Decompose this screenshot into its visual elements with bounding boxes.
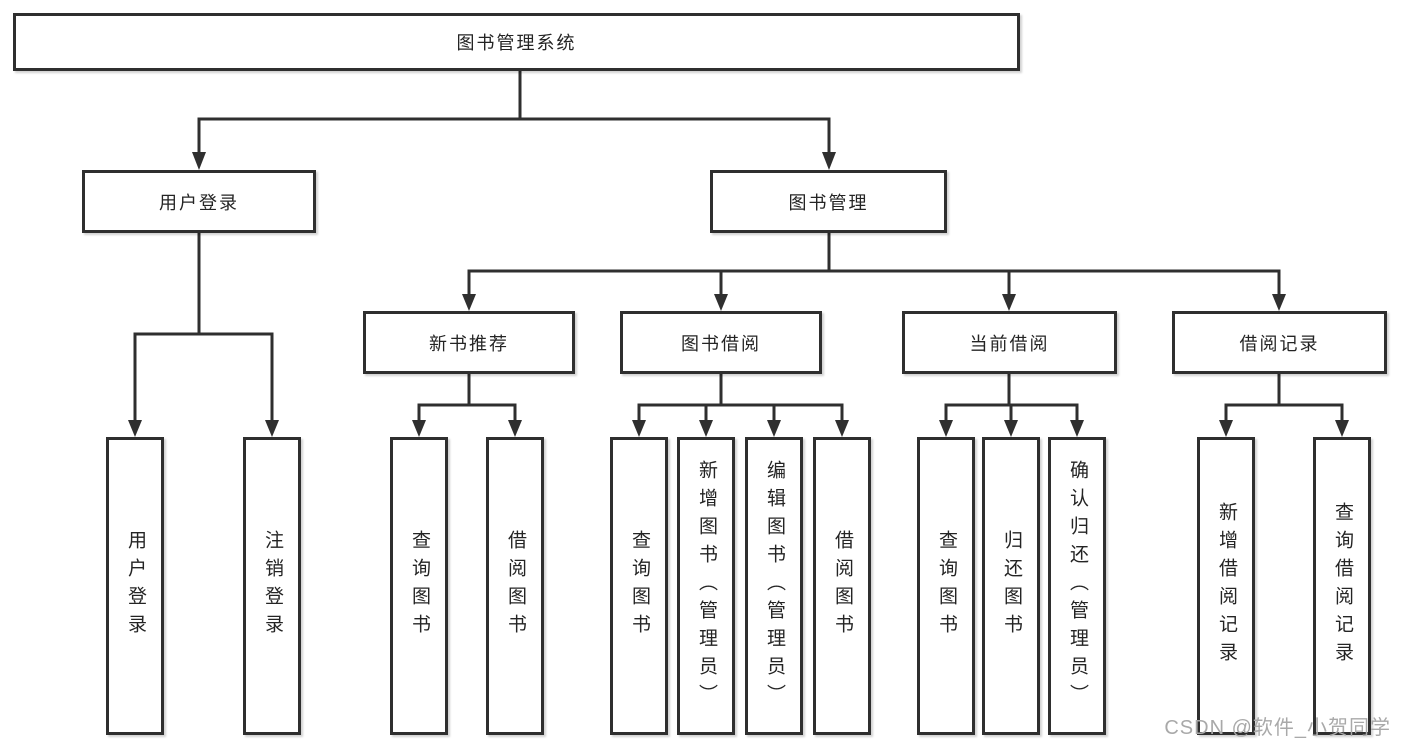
leaf-label: 查询图书 (935, 530, 957, 642)
node-label: 新书推荐 (429, 333, 509, 354)
node-label: 图书借阅 (681, 333, 761, 354)
node-label: 图书管理 (788, 192, 869, 213)
leaf-logout: 注销登录 (243, 437, 301, 735)
node-library-management-system: 图书管理系统 (13, 13, 1020, 71)
leaf-records-query-borrow-record: 查询借阅记录 (1313, 437, 1371, 735)
leaf-current-confirm-return-admin: 确认归还（管理员） (1048, 437, 1106, 735)
leaf-label: 借阅图书 (831, 530, 853, 642)
node-label: 当前借阅 (969, 333, 1050, 354)
leaf-label: 编辑图书（管理员） (763, 460, 785, 712)
leaf-borrow-add-books-admin: 新增图书（管理员） (677, 437, 735, 735)
leaf-borrow-edit-books-admin: 编辑图书（管理员） (745, 437, 803, 735)
leaf-recommend-borrow-books: 借阅图书 (486, 437, 544, 735)
leaf-user-login: 用户登录 (106, 437, 164, 735)
node-book-management: 图书管理 (710, 170, 947, 233)
leaf-current-return-books: 归还图书 (982, 437, 1040, 735)
node-user-login: 用户登录 (82, 170, 316, 233)
node-label: 图书管理系统 (456, 33, 577, 53)
csdn-watermark: CSDN @软件_小贺同学 (1164, 717, 1391, 739)
leaf-records-add-borrow-record: 新增借阅记录 (1197, 437, 1255, 735)
leaf-label: 新增图书（管理员） (695, 460, 717, 712)
node-book-borrowing: 图书借阅 (620, 311, 822, 374)
leaf-borrow-borrow-books: 借阅图书 (813, 437, 871, 735)
node-borrowing-records: 借阅记录 (1172, 311, 1387, 374)
node-label: 借阅记录 (1239, 333, 1320, 354)
leaf-label: 用户登录 (124, 530, 146, 642)
leaf-label: 确认归还（管理员） (1066, 460, 1088, 712)
arrowheads (128, 152, 1349, 437)
leaf-label: 借阅图书 (504, 530, 526, 642)
leaf-label: 查询借阅记录 (1331, 502, 1353, 670)
leaf-label: 查询图书 (628, 530, 650, 642)
node-new-book-recommendation: 新书推荐 (363, 311, 575, 374)
leaf-label: 注销登录 (261, 530, 283, 642)
leaf-recommend-query-books: 查询图书 (390, 437, 448, 735)
node-current-borrowing: 当前借阅 (902, 311, 1117, 374)
node-label: 用户登录 (159, 192, 239, 213)
leaf-borrow-query-books: 查询图书 (610, 437, 668, 735)
leaf-label: 归还图书 (1000, 530, 1022, 642)
leaf-label: 查询图书 (408, 530, 430, 642)
leaf-label: 新增借阅记录 (1215, 502, 1237, 670)
leaf-current-query-books: 查询图书 (917, 437, 975, 735)
